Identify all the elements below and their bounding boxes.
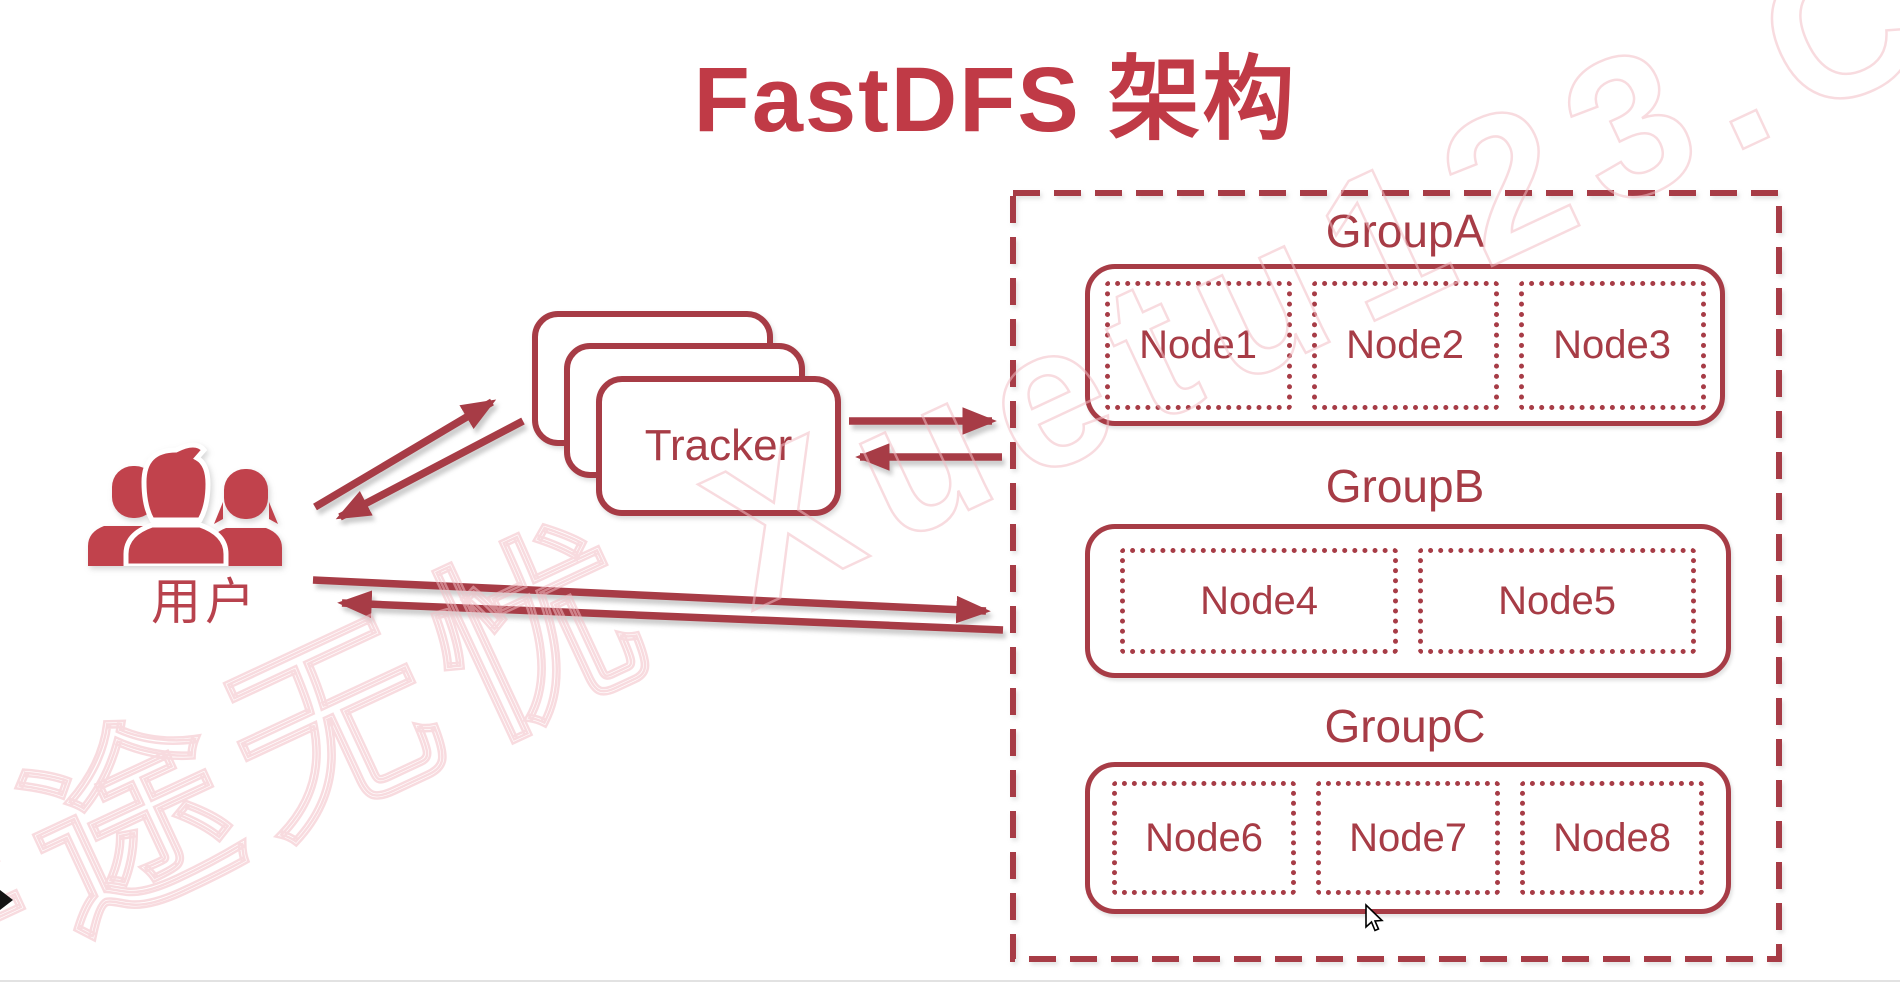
storage-node: Node7 <box>1316 781 1500 895</box>
storage-node: Node2 <box>1311 280 1499 410</box>
diagram-title: FastDFS 架构 <box>693 49 1297 151</box>
group-a-label: GroupA <box>1325 205 1485 257</box>
storage-node: Node1 <box>1104 280 1292 410</box>
bottom-edge-divider <box>0 980 1900 982</box>
arrow-tracker-to-user <box>335 417 525 521</box>
storage-cluster-dashed-border <box>1010 190 1782 962</box>
users-icon <box>76 442 310 569</box>
storage-node: Node5 <box>1418 548 1696 654</box>
tracker-label: Tracker <box>644 421 793 470</box>
arrow-user-to-storage <box>312 576 991 624</box>
screen-edge-glyph <box>0 890 13 910</box>
arrow-user-to-tracker <box>313 398 497 511</box>
storage-node: Node4 <box>1120 548 1398 654</box>
tracker-card-front: Tracker <box>596 376 841 516</box>
mouse-cursor-icon <box>1365 903 1384 932</box>
group-c-label: GroupC <box>1324 700 1486 752</box>
group-a-box: Node1 Node2 Node3 <box>1085 264 1725 426</box>
storage-node: Node6 <box>1112 781 1296 895</box>
arrow-storage-to-user <box>337 590 1004 634</box>
users-label: 用户 <box>151 574 259 630</box>
group-b-box: Node4 Node5 <box>1085 524 1731 678</box>
storage-node: Node8 <box>1520 781 1704 895</box>
storage-node: Node3 <box>1518 280 1706 410</box>
group-b-label: GroupB <box>1325 460 1485 512</box>
group-c-box: Node6 Node7 Node8 <box>1085 762 1731 914</box>
